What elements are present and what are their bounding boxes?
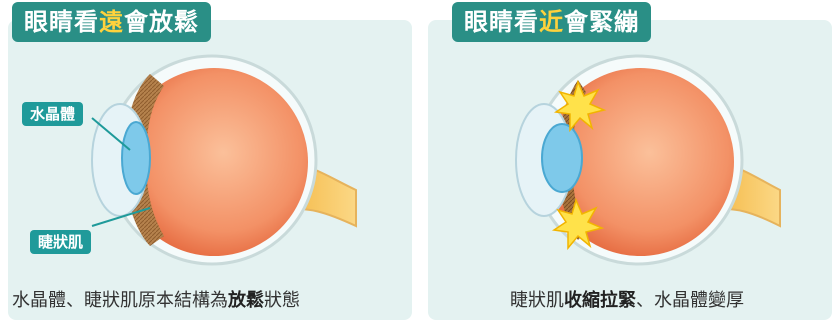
- lens: [122, 122, 150, 194]
- label-lens: 水晶體: [22, 102, 83, 126]
- caption-tense: 睫狀肌收縮拉緊、水晶體變厚: [510, 286, 744, 312]
- eye-cross-section-relaxed: [0, 0, 420, 330]
- caption-relaxed: 水晶體、睫狀肌原本結構為放鬆狀態: [12, 286, 300, 312]
- label-ciliary-muscle: 睫狀肌: [30, 230, 91, 254]
- lens-thick: [542, 124, 582, 192]
- eye-cross-section-tense: [420, 0, 836, 330]
